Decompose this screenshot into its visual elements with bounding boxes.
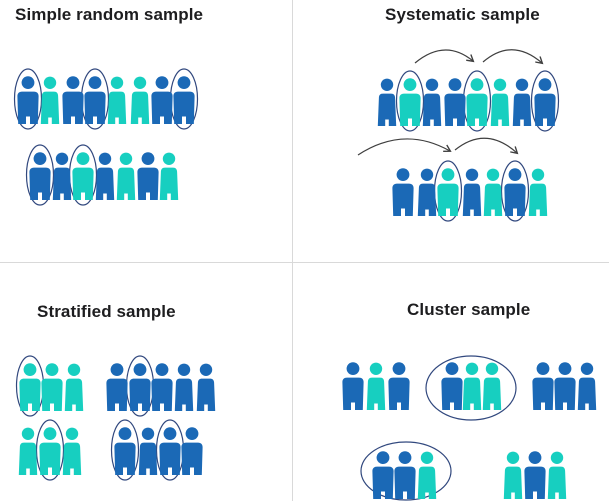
systematic-arrow <box>454 137 517 153</box>
person-icon-blue <box>95 152 115 200</box>
person-icon-teal <box>130 76 150 124</box>
title-systematic-sample: Systematic sample <box>385 5 540 24</box>
person-icon-teal <box>437 168 459 216</box>
systematic-arrow <box>357 138 450 156</box>
person-icon-blue <box>129 363 151 411</box>
person-icon-teal <box>466 78 488 126</box>
person-icon-teal <box>62 427 82 475</box>
person-icon-blue <box>17 76 39 124</box>
person-icon-blue <box>114 427 136 475</box>
person-icon-blue <box>52 152 72 200</box>
person-icon-teal <box>503 451 523 499</box>
person-icon-blue <box>173 76 195 124</box>
selection-ellipse <box>13 68 43 130</box>
person-icon-blue <box>441 362 463 410</box>
person-icon-teal <box>366 362 386 410</box>
selection-ellipse <box>395 70 425 132</box>
cluster-group-ellipse <box>425 355 517 421</box>
person-icon-blue <box>394 451 416 499</box>
title-stratified-sample: Stratified sample <box>37 302 176 321</box>
person-icon-blue <box>462 168 482 216</box>
person-icon-teal <box>39 427 61 475</box>
selection-ellipse <box>530 70 560 132</box>
person-icon-blue <box>137 152 159 200</box>
person-icon-teal <box>462 362 482 410</box>
cluster-group-ellipse <box>360 441 452 501</box>
person-icon-blue <box>554 362 576 410</box>
person-icon-blue <box>151 76 173 124</box>
person-icon-blue <box>392 168 414 216</box>
person-icon-blue <box>84 76 106 124</box>
person-icon-blue <box>512 78 532 126</box>
person-icon-blue <box>377 78 397 126</box>
title-cluster-sample: Cluster sample <box>407 300 531 319</box>
person-icon-teal <box>19 363 41 411</box>
horizontal-divider <box>0 262 609 263</box>
person-icon-teal <box>399 78 421 126</box>
person-icon-teal <box>483 168 503 216</box>
selection-ellipse <box>500 160 530 222</box>
person-icon-teal <box>490 78 510 126</box>
person-icon-teal <box>64 363 84 411</box>
person-icon-teal <box>41 363 63 411</box>
person-icon-blue <box>444 78 466 126</box>
person-icon-teal <box>107 76 127 124</box>
person-icon-blue <box>504 168 526 216</box>
person-icon-teal <box>18 427 38 475</box>
person-icon-teal <box>159 152 179 200</box>
person-icon-blue <box>29 152 51 200</box>
person-icon-blue <box>372 451 394 499</box>
person-icon-teal <box>40 76 60 124</box>
person-icon-blue <box>417 168 437 216</box>
vertical-divider <box>292 0 293 501</box>
person-icon-blue <box>181 427 203 475</box>
person-icon-blue <box>159 427 181 475</box>
person-icon-blue <box>151 363 173 411</box>
person-icon-blue <box>196 363 216 411</box>
person-icon-blue <box>532 362 554 410</box>
person-icon-blue <box>524 451 546 499</box>
person-icon-teal <box>417 451 437 499</box>
person-icon-teal <box>547 451 567 499</box>
person-icon-teal <box>116 152 136 200</box>
person-icon-blue <box>174 363 194 411</box>
person-icon-blue <box>577 362 597 410</box>
person-icon-blue <box>534 78 556 126</box>
person-icon-blue <box>422 78 442 126</box>
person-icon-blue <box>342 362 364 410</box>
selection-ellipse <box>35 419 65 481</box>
systematic-arrow <box>482 49 542 63</box>
person-icon-teal <box>72 152 94 200</box>
selection-ellipse <box>25 144 55 206</box>
selection-ellipse <box>110 419 140 481</box>
person-icon-teal <box>482 362 502 410</box>
person-icon-blue <box>106 363 128 411</box>
title-simple-random-sample: Simple random sample <box>15 5 204 24</box>
systematic-arrow <box>414 49 473 64</box>
person-icon-blue <box>388 362 410 410</box>
person-icon-blue <box>138 427 158 475</box>
person-icon-teal <box>528 168 548 216</box>
person-icon-blue <box>62 76 84 124</box>
